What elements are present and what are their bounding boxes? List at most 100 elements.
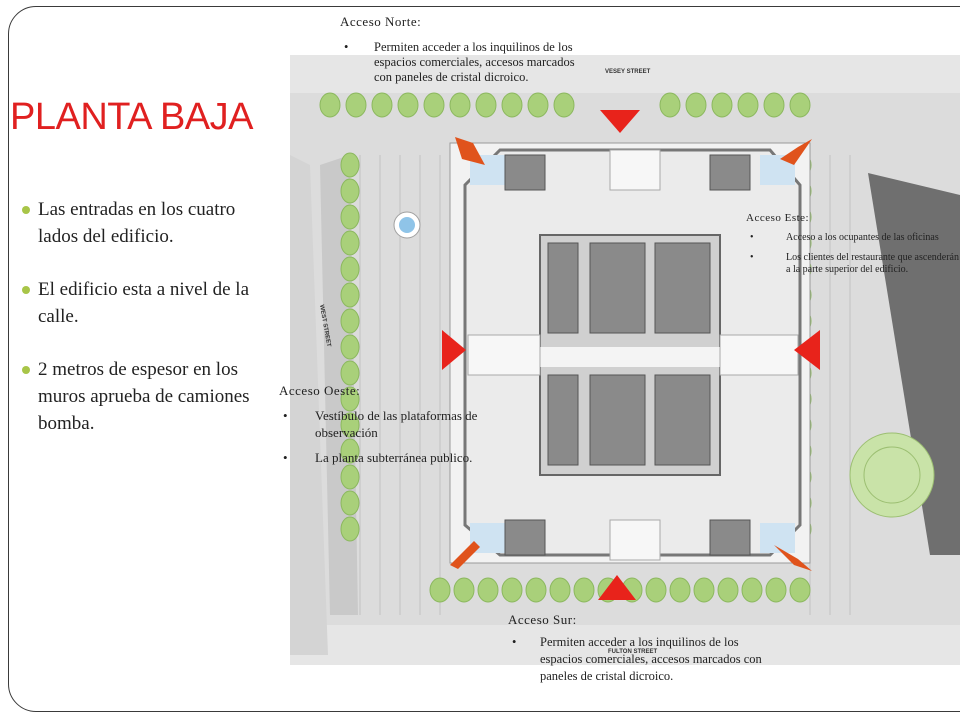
tree (693, 577, 715, 603)
bullet-icon: • (512, 635, 517, 649)
corner-arrow-sw-icon (450, 541, 480, 569)
east-corridor (719, 334, 799, 376)
core-corridor (540, 347, 720, 367)
round-garden (849, 432, 935, 518)
tree (711, 92, 733, 118)
street-label-north: VESEY STREET (605, 69, 651, 75)
bullet-item: El edificio esta a nivel de la calle. (22, 276, 262, 330)
bullet-icon: • (344, 40, 349, 54)
tree (340, 256, 360, 282)
tree (645, 577, 667, 603)
note-north-access: Acceso Norte: •Permiten acceder a los in… (340, 14, 590, 85)
corner-cores (504, 154, 751, 556)
tree (319, 92, 341, 118)
tree (340, 386, 360, 412)
south-street (290, 625, 960, 665)
bullet-dot-icon (22, 366, 30, 374)
tree (525, 577, 547, 603)
bullet-item: 2 metros de espesor en los muros aprueba… (22, 356, 262, 437)
south-entrance-arrow-icon (598, 575, 636, 600)
tree (340, 412, 360, 438)
tree (429, 577, 451, 603)
tree (340, 230, 360, 256)
west-entrance-arrow-icon (442, 330, 466, 370)
street-label-south: FULTON STREET (608, 649, 657, 655)
note-north-heading: Acceso Norte: (340, 14, 422, 29)
north-street (290, 55, 960, 93)
tree (340, 464, 360, 490)
west-corridor (467, 334, 541, 376)
north-corridor (609, 149, 661, 191)
tree (453, 577, 475, 603)
note-east-item: •Acceso a los ocupantes de las oficinas (750, 232, 939, 243)
bullet-icon: • (283, 408, 288, 423)
note-west-access: Acceso Oeste: •Vestíbulo de las platafor… (279, 383, 539, 466)
tree (340, 152, 360, 178)
note-south-item: •Permiten acceder a los inquilinos de lo… (512, 635, 762, 683)
tree (501, 577, 523, 603)
note-east-heading: Acceso Este: (746, 212, 810, 224)
note-west-heading: Acceso Oeste: (279, 383, 361, 398)
round-garden-ring (863, 446, 921, 504)
tree (423, 92, 445, 118)
tree (501, 92, 523, 118)
corner-arrows (450, 137, 812, 571)
tree (340, 360, 360, 386)
ground-floor-plan: VESEY STREET FULTON STREET WEST STREET (290, 55, 960, 665)
slide-title: PLANTA BAJA (10, 96, 254, 138)
tree (340, 282, 360, 308)
tree (340, 178, 360, 204)
bullet-item: Las entradas en los cuatro lados del edi… (22, 196, 262, 250)
tree (371, 92, 393, 118)
note-west-item: •La planta subterránea publico. (283, 450, 473, 465)
note-south-access: Acceso Sur: •Permiten acceder a los inqu… (508, 612, 768, 685)
tree (765, 577, 787, 603)
note-north-list: •Permiten acceder a los inquilinos de lo… (340, 40, 590, 85)
tree (789, 92, 811, 118)
bullet-dot-icon (22, 286, 30, 294)
tree (549, 577, 571, 603)
bullet-dot-icon (22, 206, 30, 214)
tree (477, 577, 499, 603)
fountain-water (399, 217, 415, 233)
tree (340, 204, 360, 230)
corner-arrow-se-icon (774, 545, 812, 571)
tree (669, 577, 691, 603)
note-south-heading: Acceso Sur: (508, 612, 577, 627)
west-lawn (290, 155, 328, 655)
tree (737, 92, 759, 118)
tree (340, 334, 360, 360)
south-corridor (609, 519, 661, 561)
corner-arrow-ne-icon (780, 139, 812, 165)
tree (340, 490, 360, 516)
note-east-access: Acceso Este: •Acceso a los ocupantes de … (746, 212, 960, 276)
tree (449, 92, 471, 118)
tree (789, 577, 811, 603)
corner-arrow-nw-icon (455, 137, 485, 165)
tree (573, 577, 595, 603)
tree (659, 92, 681, 118)
tree (345, 92, 367, 118)
bullet-icon: • (283, 450, 288, 465)
bullet-icon: • (750, 252, 754, 263)
tree (685, 92, 707, 118)
tree (717, 577, 739, 603)
east-entrance-arrow-icon (794, 330, 820, 370)
tree (553, 92, 575, 118)
note-south-list: •Permiten acceder a los inquilinos de lo… (508, 634, 768, 685)
entrance-arrows (442, 110, 820, 600)
tree (340, 438, 360, 464)
tree (475, 92, 497, 118)
tree (397, 92, 419, 118)
tree (340, 516, 360, 542)
bullet-list: Las entradas en los cuatro lados del edi… (22, 196, 262, 463)
note-north-item: •Permiten acceder a los inquilinos de lo… (344, 40, 575, 84)
elevator-banks (547, 242, 711, 466)
note-east-list: •Acceso a los ocupantes de las oficinas … (746, 232, 960, 276)
tree (527, 92, 549, 118)
note-east-item: •Los clientes del restaurante que ascend… (750, 252, 959, 275)
note-west-list: •Vestíbulo de las plataformas de observa… (279, 407, 539, 466)
north-entrance-arrow-icon (600, 110, 640, 133)
tree (741, 577, 763, 603)
bullet-icon: • (750, 232, 754, 243)
